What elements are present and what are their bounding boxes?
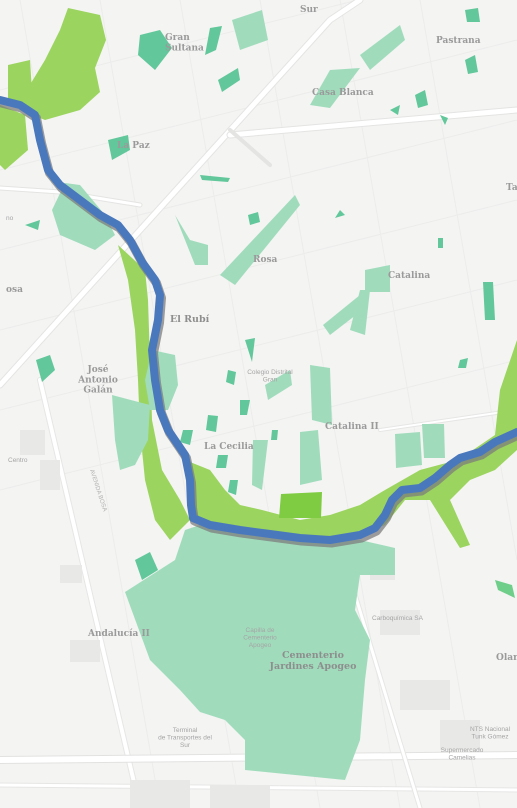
label-casa-blanca: Casa Blanca (312, 88, 374, 98)
label-el-rubi: El Rubí (170, 314, 210, 325)
label-centro: Centro (8, 457, 28, 464)
label-ta: Ta (506, 183, 517, 193)
label-left-osa: osa (6, 285, 23, 295)
label-la-cecilia: La Cecilia (204, 442, 254, 452)
label-catalina-ii: Catalina II (325, 422, 379, 432)
cemetery-park[interactable] (125, 525, 395, 780)
vegetation-areas (0, 8, 517, 598)
label-olarte: Olart (496, 653, 517, 663)
label-left-no: no (6, 215, 14, 222)
label-sur: Sur (300, 5, 318, 15)
route[interactable] (0, 96, 517, 548)
label-andalucia-ii: Andalucía II (87, 628, 150, 639)
label-la-paz: La Paz (117, 141, 150, 151)
route-line[interactable] (0, 96, 517, 544)
park-areas (25, 8, 495, 780)
label-carboquimica: Carboquímica SA (372, 615, 424, 622)
buildings (20, 430, 480, 808)
label-catalina: Catalina (388, 271, 430, 281)
label-rosa: Rosa (253, 255, 278, 265)
label-pastrana: Pastrana (436, 36, 481, 46)
